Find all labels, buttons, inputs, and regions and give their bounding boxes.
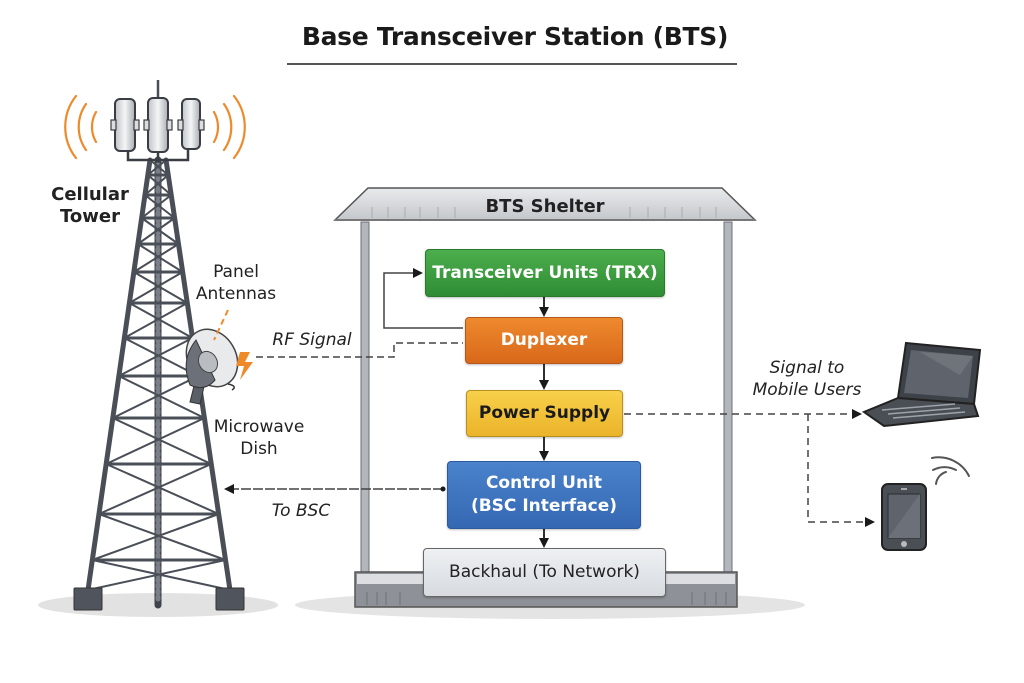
duplexer-block: Duplexer [465,317,623,364]
panel-antenna-icon [110,80,205,162]
microwave-dish-label: Microwave Dish [204,416,314,460]
cellular-tower-label-line2: Tower [60,206,120,227]
internal-connectors [383,268,549,548]
diagram-title: Base Transceiver Station (BTS) [301,22,729,51]
control-unit-block: Control Unit (BSC Interface) [447,461,641,529]
mobile-users-label: Signal to Mobile Users [737,357,877,401]
cellular-tower-label-line1: Cellular [51,184,129,205]
mobile-users-link [624,413,870,523]
panel-antennas-label-line1: Panel [213,262,259,282]
microwave-dish-label-line2: Dish [240,439,278,459]
control-unit-label-line2: (BSC Interface) [470,496,618,516]
cellular-tower [85,156,233,609]
trx-block: Transceiver Units (TRX) [425,249,665,297]
tower-footing-right [215,587,245,611]
wireless-signal-icon [931,456,970,485]
panel-antennas-label-line2: Antennas [195,284,277,304]
rf-signal-label: RF Signal [272,330,352,350]
title-underline [287,63,737,65]
laptop-icon [861,341,982,428]
smartphone-icon [881,483,927,551]
bts-shelter-title: BTS Shelter [485,196,605,217]
cellular-tower-label: Cellular Tower [40,184,140,228]
microwave-dish-label-line1: Microwave [213,417,305,437]
to-bsc-link [224,484,446,494]
backhaul-block: Backhaul (To Network) [423,548,666,597]
panel-antenna-callout [213,309,229,341]
signal-waves-icon [64,94,246,160]
power-supply-block: Power Supply [466,390,623,437]
control-unit-label-line1: Control Unit [485,473,603,493]
panel-antennas-label: Panel Antennas [186,261,286,305]
to-bsc-label: To BSC [271,501,331,521]
mobile-users-label-line2: Mobile Users [752,380,862,400]
tower-footing-left [73,587,103,611]
satellite-dish-icon [185,328,239,405]
rf-signal-link [256,342,463,358]
lightning-bolt-icon [236,352,253,380]
mobile-users-label-line1: Signal to [769,358,845,378]
